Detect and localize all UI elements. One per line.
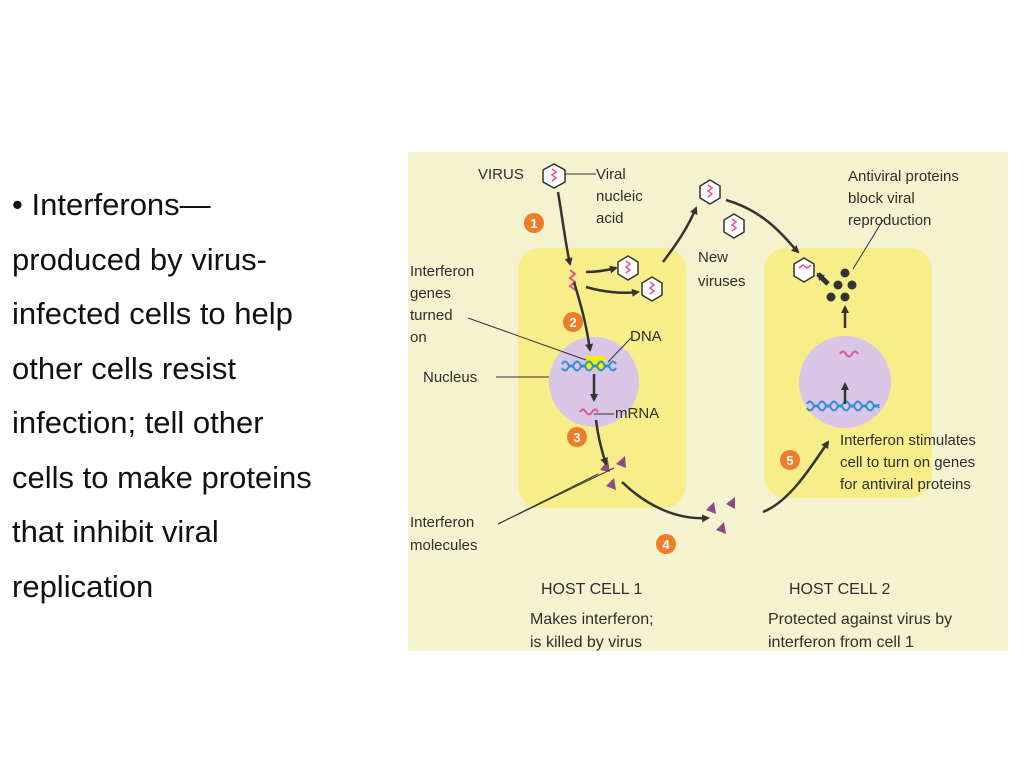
nucleus-cell-2 bbox=[799, 336, 891, 428]
arrow-virus-entry bbox=[556, 191, 573, 266]
interferon-triangle bbox=[716, 522, 726, 534]
arrow-step-4 bbox=[621, 481, 710, 523]
label-stimulates-1: Interferon stimulates bbox=[840, 432, 976, 449]
step-badge-1 bbox=[524, 213, 544, 233]
interferon-gene-highlight bbox=[586, 356, 605, 369]
step-1: 1 bbox=[524, 213, 544, 233]
label-interferon-molecules-1: Interferon bbox=[410, 514, 474, 531]
label-interferon-molecules-2: molecules bbox=[410, 537, 478, 554]
antiviral-protein-dot bbox=[847, 280, 857, 290]
step-5: 5 bbox=[780, 450, 800, 470]
interferon-triangle bbox=[616, 456, 626, 468]
antiviral-protein-dot bbox=[833, 280, 843, 290]
step-badge-2 bbox=[563, 312, 583, 332]
interferon-triangle bbox=[726, 497, 735, 509]
step-number-3: 3 bbox=[573, 430, 580, 445]
blocked-virus-icon bbox=[793, 257, 815, 283]
bullet-line-2: produced by virus- bbox=[12, 241, 268, 277]
label-interferon-genes-1: Interferon bbox=[410, 263, 474, 280]
caption-host-cell-1-desc-1: Makes interferon; bbox=[530, 611, 654, 628]
bullet-line-5: infection; tell other bbox=[12, 405, 264, 440]
label-virus: VIRUS bbox=[478, 166, 524, 183]
arrow-step-3 bbox=[594, 419, 608, 466]
antiviral-protein-dot bbox=[826, 292, 836, 302]
label-mrna: mRNA bbox=[615, 405, 659, 422]
label-antiviral-3: reproduction bbox=[848, 212, 931, 229]
arrow-to-virus-a bbox=[585, 265, 618, 274]
new-virus-icon bbox=[617, 255, 639, 281]
caption-host-cell-2-desc-1: Protected against virus by bbox=[768, 611, 952, 628]
interferon-diagram: 1 2 3 4 5 VIRUS Viral nucleic acid New v… bbox=[408, 152, 1008, 651]
label-new-viruses-2: viruses bbox=[698, 273, 746, 290]
mrna-cell-1 bbox=[579, 408, 599, 416]
bullet-line-1: Interferons— bbox=[31, 187, 211, 222]
new-virus-icon bbox=[699, 179, 721, 205]
antiviral-protein-dot bbox=[840, 268, 850, 278]
viral-nucleic-acid-squiggle bbox=[568, 269, 577, 291]
step-3: 3 bbox=[567, 427, 587, 447]
bullet-line-6: cells to make proteins bbox=[12, 459, 312, 495]
bullet-line-7: that inhibit viral bbox=[12, 514, 219, 549]
label-interferon-genes-2: genes bbox=[410, 285, 451, 302]
arrow-to-cell-2 bbox=[725, 198, 800, 254]
bullet-marker: • bbox=[12, 187, 23, 222]
interferon-diagram-svg: 1 2 3 4 5 VIRUS Viral nucleic acid New v… bbox=[408, 152, 1008, 651]
step-number-5: 5 bbox=[786, 453, 793, 468]
dna-strand-cell-2b bbox=[806, 404, 880, 412]
bullet-line-4: other cells resist bbox=[12, 350, 236, 386]
step-number-2: 2 bbox=[569, 315, 576, 330]
mrna-cell-2 bbox=[839, 350, 859, 358]
virus-icon bbox=[542, 163, 566, 189]
caption-host-cell-2: HOST CELL 2 bbox=[789, 581, 890, 598]
step-badge-5 bbox=[780, 450, 800, 470]
step-badge-3 bbox=[567, 427, 587, 447]
label-nucleus: Nucleus bbox=[423, 369, 477, 386]
arrow-release bbox=[661, 206, 698, 263]
label-stimulates-2: cell to turn on genes bbox=[840, 454, 975, 471]
label-viral-line-3: acid bbox=[596, 210, 624, 227]
caption-host-cell-1: HOST CELL 1 bbox=[541, 581, 642, 598]
arrow-block bbox=[816, 272, 830, 286]
leader-lines bbox=[467, 173, 884, 525]
label-viral-line-1: Viral bbox=[596, 166, 626, 183]
antiviral-protein-dot bbox=[840, 292, 850, 302]
step-number-4: 4 bbox=[662, 537, 670, 552]
new-virus-icon bbox=[723, 213, 745, 239]
arrow-step-5 bbox=[762, 440, 830, 514]
pathway-arrows bbox=[556, 191, 849, 523]
step-4: 4 bbox=[656, 534, 676, 554]
label-interferon-genes-3: turned bbox=[410, 307, 453, 324]
bullet-line-8: replication bbox=[12, 568, 154, 604]
step-2: 2 bbox=[563, 312, 583, 332]
label-stimulates-3: for antiviral proteins bbox=[840, 476, 971, 493]
label-antiviral-2: block viral bbox=[848, 190, 915, 207]
arrow-step-2 bbox=[572, 281, 594, 352]
step-badge-4 bbox=[656, 534, 676, 554]
bullet-line: • Interferons— bbox=[12, 178, 412, 233]
dna-strand-cell-2 bbox=[806, 400, 880, 408]
label-viral-line-2: nucleic bbox=[596, 188, 643, 205]
label-dna: DNA bbox=[630, 328, 662, 345]
caption-host-cell-2-desc-2: interferon from cell 1 bbox=[768, 634, 914, 651]
label-antiviral-1: Antiviral proteins bbox=[848, 168, 959, 185]
interferon-triangle bbox=[706, 502, 716, 514]
bullet-line-3: infected cells to help bbox=[12, 296, 293, 331]
bullet-text: • Interferons— produced by virus- infect… bbox=[12, 178, 412, 614]
arrow-to-virus-b bbox=[585, 285, 640, 297]
new-virus-icon bbox=[641, 276, 663, 302]
label-new-viruses-1: New bbox=[698, 249, 728, 266]
step-number-1: 1 bbox=[530, 216, 537, 231]
interferon-triangle bbox=[606, 478, 616, 490]
dna-strand-cell-1b bbox=[561, 364, 617, 372]
caption-host-cell-1-desc-2: is killed by virus bbox=[530, 634, 642, 651]
label-interferon-genes-4: on bbox=[410, 329, 427, 346]
